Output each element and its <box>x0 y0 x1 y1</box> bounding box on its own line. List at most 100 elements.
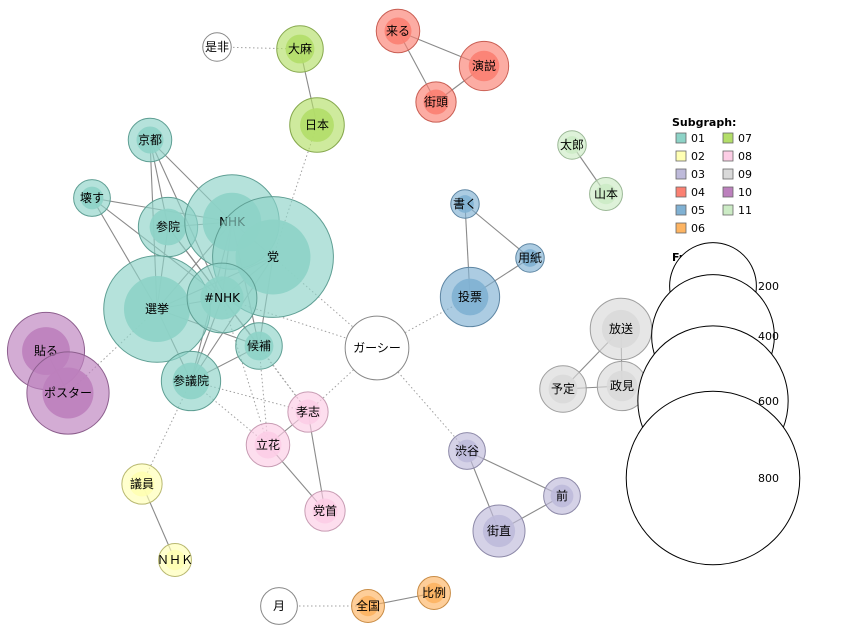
node-housou: 放送 <box>589 297 653 361</box>
node-label: 予定 <box>551 381 575 396</box>
node-label: 是非 <box>205 40 229 54</box>
node-youshi: 用紙 <box>515 243 545 273</box>
legend-swatch <box>722 204 734 216</box>
node-core <box>423 582 445 604</box>
node-core <box>300 108 334 142</box>
legend-entry-11: 11 <box>722 204 752 217</box>
node-toushu: 党首 <box>304 490 346 532</box>
legend-frequency-label: 200 <box>758 280 779 293</box>
node-label: 太郎 <box>560 137 584 152</box>
node-hnhk: #NHK <box>186 262 258 334</box>
node-label: ガーシー <box>353 341 401 355</box>
node-core <box>384 17 412 45</box>
node-label: 投票 <box>458 289 482 304</box>
node-sangiin: 参議院 <box>160 350 222 412</box>
node-label: 壊す <box>80 191 104 205</box>
legend-label: 04 <box>691 186 705 199</box>
node-kyoto: 京都 <box>127 117 173 163</box>
node-nhk_fw: ＮＨＫ <box>157 543 193 577</box>
legend-swatch <box>675 204 687 216</box>
node-label: 全国 <box>356 598 380 613</box>
node-label: 政見 <box>610 379 634 393</box>
node-enzetsu: 演説 <box>458 40 510 92</box>
node-label: 党 <box>267 249 279 264</box>
legend-entry-03: 03 <box>675 168 705 181</box>
edge-hnhk-gaasii <box>221 297 378 349</box>
node-core <box>129 471 155 497</box>
node-label: 来る <box>386 24 410 38</box>
node-core <box>123 275 191 343</box>
node-gaichoku: 街直 <box>472 504 526 558</box>
legend-label: 08 <box>738 150 752 163</box>
legend-entry-01: 01 <box>675 132 705 145</box>
node-core <box>550 484 574 508</box>
node-gaasii: ガーシー <box>344 315 410 381</box>
node-circle <box>344 315 410 381</box>
node-core <box>606 370 638 402</box>
legend-entry-07: 07 <box>722 132 752 145</box>
legend-swatch <box>722 150 734 162</box>
node-label: 京都 <box>138 133 162 147</box>
node-label: #NHK <box>204 291 241 305</box>
edge-gaasii-shibuya <box>376 347 468 452</box>
node-core <box>80 186 104 210</box>
node-core <box>468 50 500 82</box>
node-core <box>235 219 311 295</box>
legend-label: 11 <box>738 204 752 217</box>
node-label: 日本 <box>305 118 329 132</box>
legend-frequency-label: 400 <box>758 330 779 343</box>
node-taro: 太郎 <box>557 130 587 160</box>
node-label: 孝志 <box>296 405 320 419</box>
node-zehi: 是非 <box>202 32 232 62</box>
node-core <box>136 126 164 154</box>
node-label: ＮＨＫ <box>157 553 193 567</box>
node-gaitou: 街頭 <box>415 81 457 123</box>
node-hirei: 比例 <box>417 576 451 610</box>
node-kouho: 候補 <box>235 322 283 370</box>
node-core <box>451 278 489 316</box>
node-kuru: 来る <box>375 8 421 54</box>
node-core <box>521 249 539 267</box>
node-takashi: 孝志 <box>287 391 329 433</box>
edge-tou-gaasii <box>272 256 378 349</box>
node-core <box>172 362 210 400</box>
legend-subgraph-title: Subgraph: <box>672 116 736 129</box>
node-core <box>42 367 94 419</box>
legend-swatch <box>722 168 734 180</box>
legend-label: 07 <box>738 132 752 145</box>
legend-frequency-label: 600 <box>758 395 779 408</box>
node-core <box>456 195 474 213</box>
node-label: 放送 <box>609 321 633 336</box>
node-layer: 是非大麻日本来る演説街頭京都壊す参院NHK党選挙#NHK候補参議院貼るポスターガ… <box>6 8 653 625</box>
node-nihon: 日本 <box>289 97 345 153</box>
node-senkyo: 選挙 <box>103 255 211 363</box>
node-core <box>285 34 315 64</box>
legend-entry-04: 04 <box>675 186 705 199</box>
legend-entry-10: 10 <box>722 186 752 199</box>
legend-swatch <box>722 132 734 144</box>
node-label: 大麻 <box>288 41 312 56</box>
edge-hnhk-tachibana <box>221 297 269 446</box>
legend-label: 05 <box>691 204 705 217</box>
node-label: 山本 <box>594 187 618 201</box>
node-core <box>601 309 641 349</box>
edge-sangiin-giin <box>141 380 192 485</box>
legend-entry-02: 02 <box>675 150 705 163</box>
node-touhyou: 投票 <box>439 266 501 328</box>
node-seiken: 政見 <box>596 360 648 412</box>
node-core <box>548 374 578 404</box>
node-poster: ポスター <box>26 351 110 435</box>
node-label: 立花 <box>256 437 280 452</box>
node-shibuya: 渋谷 <box>448 432 486 470</box>
node-core <box>312 498 338 524</box>
node-sanin: 参院 <box>137 196 199 258</box>
node-core <box>455 439 479 463</box>
node-core <box>244 331 274 361</box>
node-label: 参議院 <box>173 373 209 388</box>
node-kowasu: 壊す <box>73 179 111 217</box>
node-circle <box>260 587 298 625</box>
node-tachibana: 立花 <box>245 422 291 468</box>
